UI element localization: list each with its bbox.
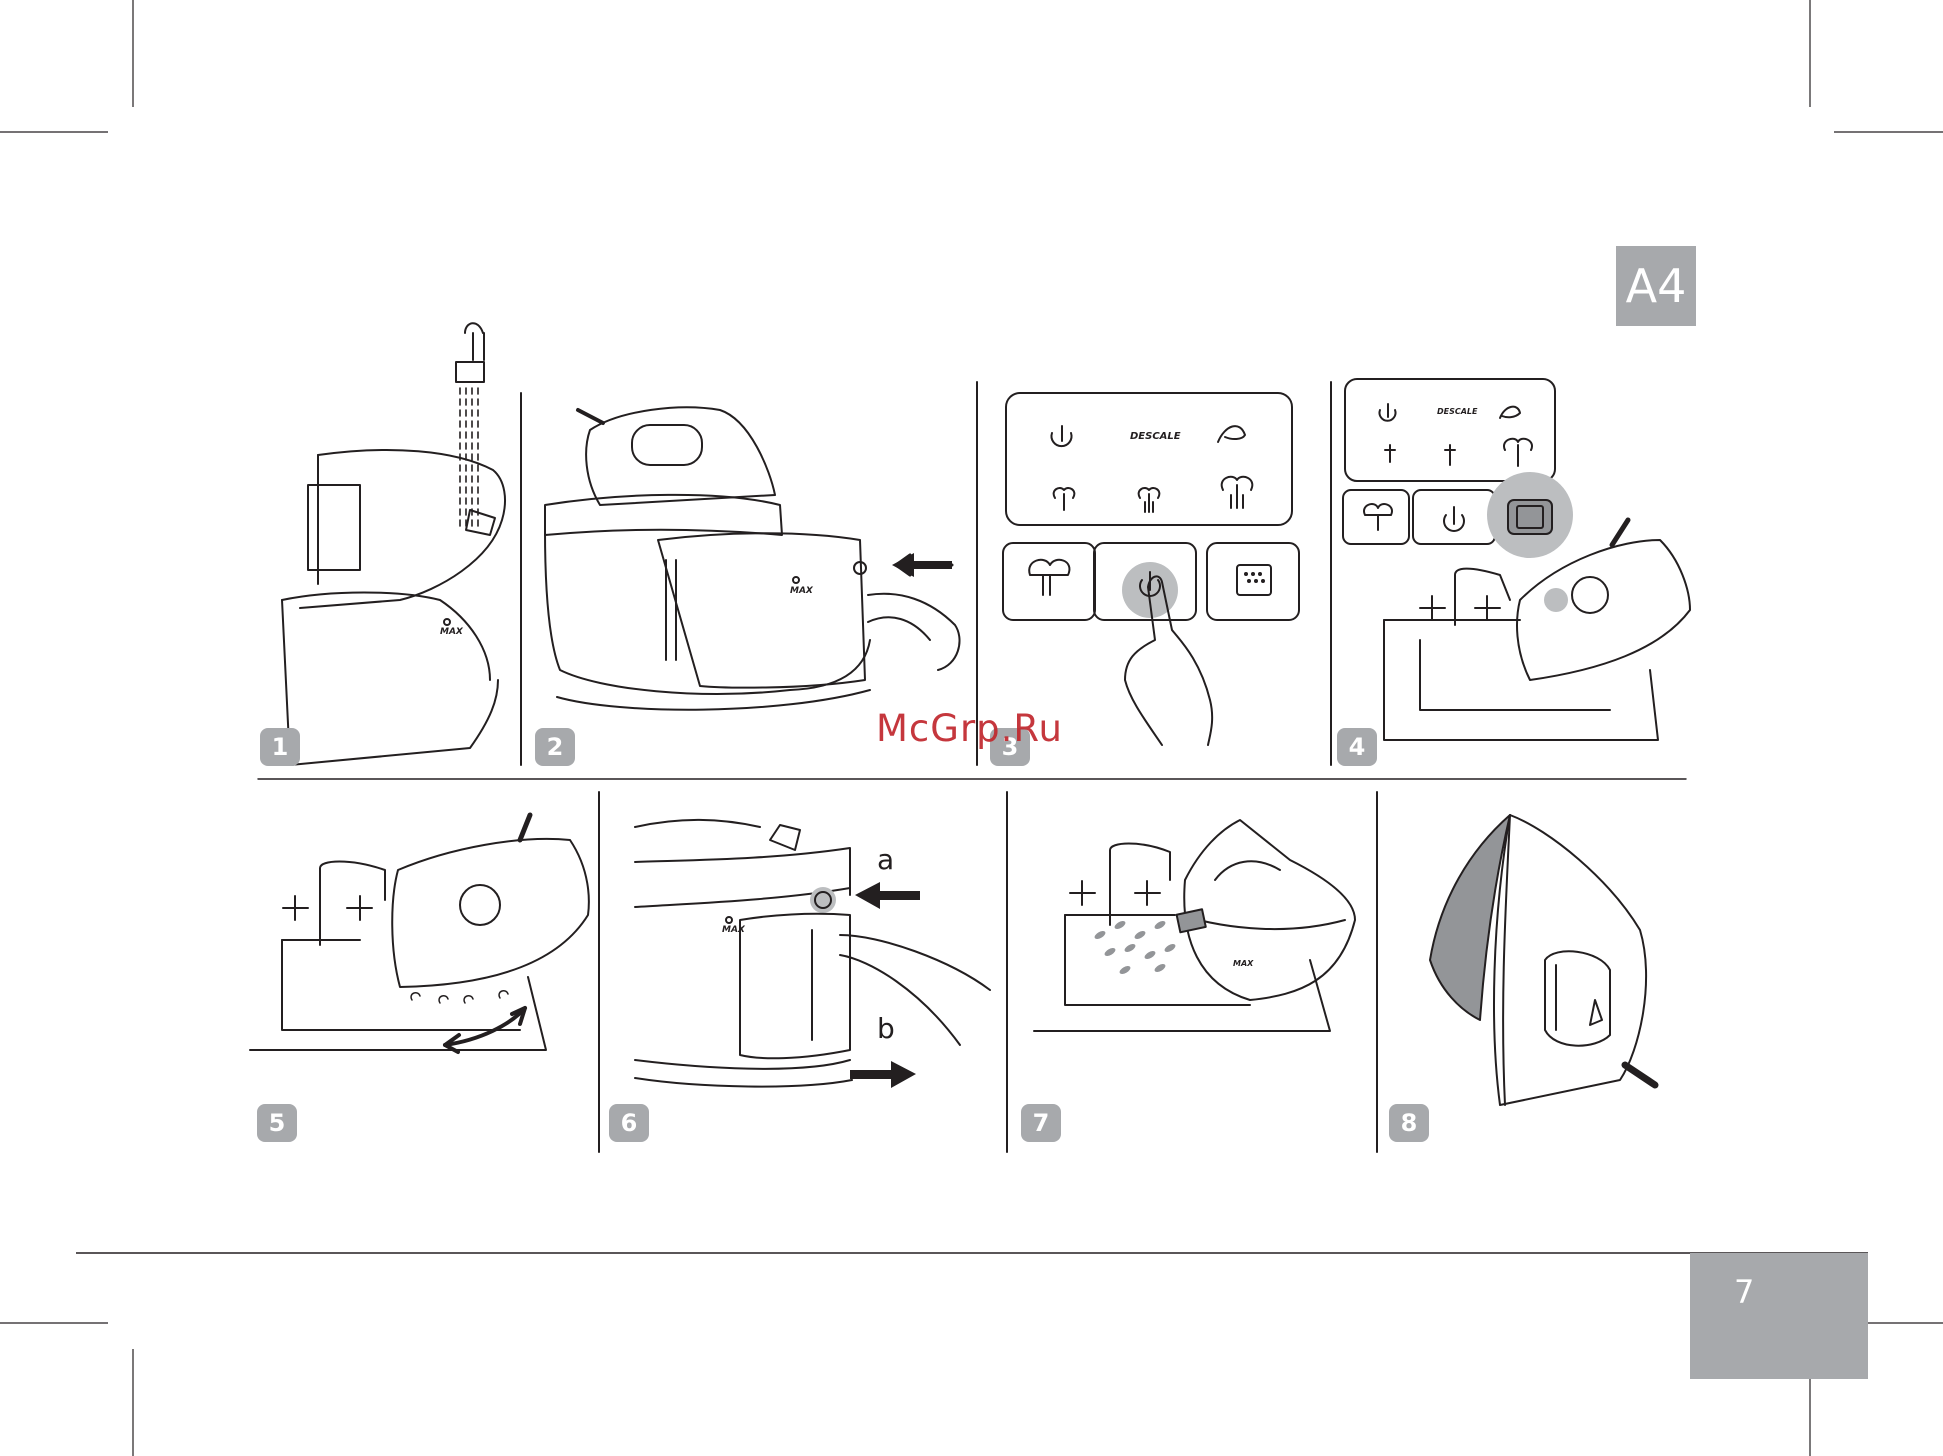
arrow-left-icon xyxy=(892,553,952,577)
panel-4-iron-sink: DESCALE xyxy=(1343,379,1690,740)
page-number: 7 xyxy=(1734,1273,1754,1311)
panel-2-max-label: MAX xyxy=(790,586,814,596)
panel-5-rocking-iron xyxy=(250,815,589,1052)
step-badge-8: 8 xyxy=(1389,1104,1429,1142)
panel-7-empty-tank: MAX xyxy=(1034,820,1355,1031)
step-badge-7: 7 xyxy=(1021,1104,1061,1142)
panel-8-iron-upright xyxy=(1430,815,1655,1105)
step-badge-4: 4 xyxy=(1337,728,1377,766)
steam-icon xyxy=(1139,488,1160,512)
steam-puffs xyxy=(411,991,508,1003)
panel-6-label-a: a xyxy=(877,843,894,876)
water-drops xyxy=(1093,919,1176,975)
max-steam-icon xyxy=(1222,477,1253,508)
step-badge-1: 1 xyxy=(260,728,300,766)
eco-steam-icon xyxy=(1054,488,1075,510)
panel-6-remove-tank: MAX xyxy=(635,820,990,1088)
panel-6-max-label: MAX xyxy=(722,925,746,935)
step-badge-6: 6 xyxy=(609,1104,649,1142)
panel-3-descale-label: DESCALE xyxy=(1130,431,1181,442)
page-number-tab: 7 xyxy=(1690,1253,1868,1379)
arrow-right-icon xyxy=(850,1061,916,1088)
descale-icon xyxy=(1218,426,1245,442)
panel-4-descale-label: DESCALE xyxy=(1437,407,1478,416)
panel-6-label-b: b xyxy=(877,1012,895,1045)
arrow-left-icon xyxy=(855,882,920,909)
panel-1-max-label: MAX xyxy=(440,627,464,637)
panel-1-tank-filling: MAX xyxy=(282,323,505,765)
panel-3-control-panel: DESCALE xyxy=(1003,393,1299,745)
panel-6-hand xyxy=(840,935,990,1045)
power-icon xyxy=(1052,426,1072,446)
step-badge-5: 5 xyxy=(257,1104,297,1142)
watermark: McGrp.Ru xyxy=(876,707,1063,750)
panel-2-insert-tank: MAX xyxy=(545,407,960,709)
iron-icon xyxy=(1517,540,1690,680)
step-badge-2: 2 xyxy=(535,728,575,766)
panel-7-max-label: MAX xyxy=(1233,959,1254,968)
